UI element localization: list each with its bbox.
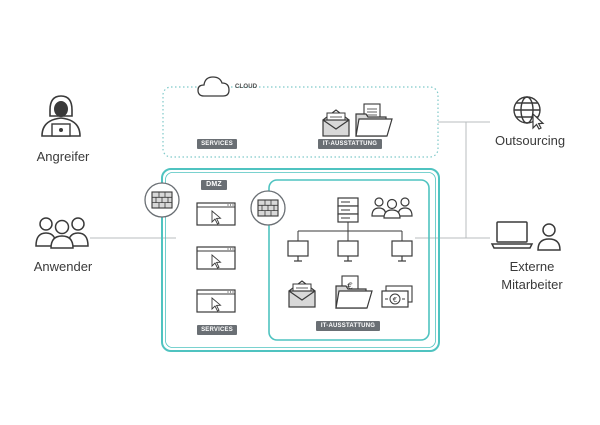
hacker-icon [41, 95, 81, 137]
folder-document-icon [355, 103, 393, 137]
cloud-zone [162, 86, 439, 158]
monitor-icon [287, 240, 309, 262]
dmz-zone-inner-line [165, 172, 436, 348]
monitor-icon [337, 240, 359, 262]
dmz-label: DMZ [201, 180, 227, 190]
firewall-icon [144, 182, 180, 218]
server-icon [337, 197, 359, 223]
globe-cursor-icon [513, 96, 545, 130]
monitor-icon [391, 240, 413, 262]
browser-window-icon [196, 246, 236, 270]
svg-text:€: € [393, 296, 397, 304]
attacker-label: Angreifer [36, 149, 90, 164]
firewall-icon [250, 190, 286, 226]
euro-folder-icon: € [335, 275, 373, 309]
mail-icon [288, 280, 316, 308]
team-icon [371, 197, 413, 219]
svg-text:€: € [347, 282, 353, 292]
dmz-zone [161, 168, 440, 352]
external-staff-label-line1: Externe [509, 259, 555, 274]
internal-it-tag: IT-AUSSTATTUNG [316, 321, 380, 331]
euro-banknote-icon: € [381, 285, 413, 308]
users-label: Anwender [33, 259, 93, 274]
users-group-icon [35, 217, 89, 249]
laptop-person-icon [490, 221, 561, 251]
outsourcing-label: Outsourcing [494, 133, 566, 148]
mail-icon [322, 109, 350, 137]
browser-window-icon [196, 202, 236, 226]
cloud-icon [197, 76, 230, 97]
network-tree-lines [297, 222, 403, 241]
cloud-label: CLOUD [235, 84, 258, 90]
cloud-it-tag: IT-AUSSTATTUNG [318, 139, 382, 149]
dmz-services-tag: SERVICES [197, 325, 237, 335]
cloud-services-tag: SERVICES [197, 139, 237, 149]
internal-zone [268, 179, 430, 341]
browser-window-icon [196, 289, 236, 313]
external-staff-label-line2: Mitarbeiter [501, 277, 563, 292]
